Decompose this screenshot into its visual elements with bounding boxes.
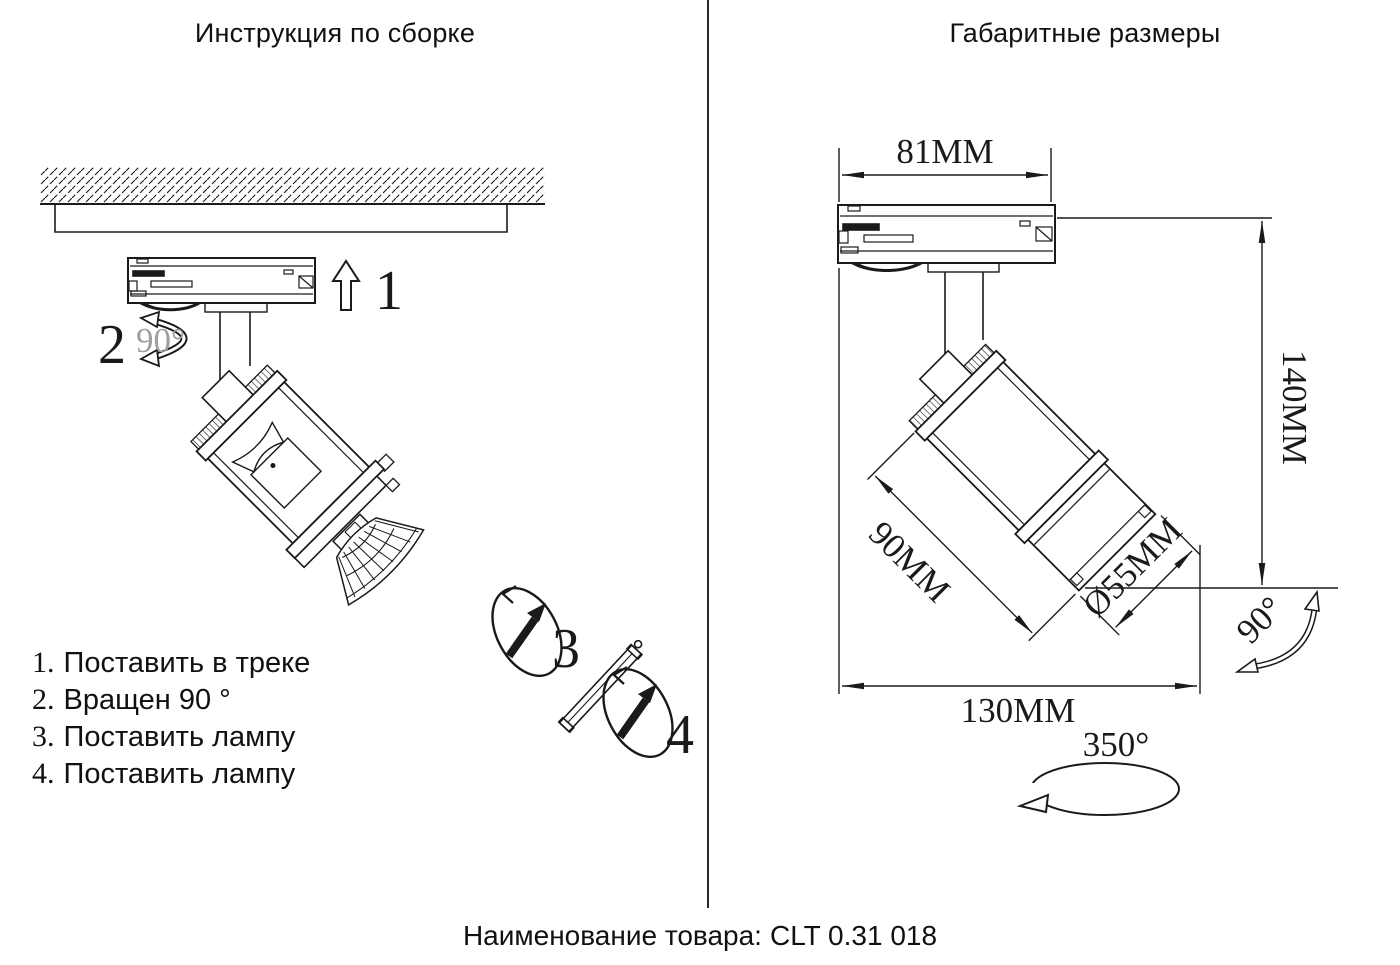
step-text: Вращен 90 ° (63, 684, 231, 716)
step-item-2: 2. Вращен 90 ° (32, 683, 392, 716)
step1-up-arrow-icon (331, 259, 361, 311)
left-panel-title: Инструкция по сборке (194, 18, 476, 48)
spotlight-body-left (190, 364, 425, 607)
track-adapter-right (837, 204, 1056, 273)
dim-90mm (867, 432, 1076, 642)
dim-90deg-label: 90° (1229, 589, 1291, 651)
callout-4: 4 (666, 704, 694, 766)
dim-350deg-label: 350° (1083, 725, 1150, 764)
dim-130mm-label: 130MM (961, 691, 1076, 730)
tilt-90-arrow-icon (1234, 589, 1320, 673)
step-item-3: 3. Поставить лампу (32, 720, 392, 753)
lamp-bulb (331, 513, 425, 607)
right-panel-title: Габаритные размеры (949, 18, 1221, 48)
rotation-ellipse-4-icon (602, 666, 674, 759)
callout-1: 1 (375, 260, 403, 322)
step-text: Поставить лампу (63, 758, 296, 790)
step-number: 2. (32, 683, 55, 716)
dim-130mm (838, 268, 1201, 694)
spotlight-body-right: 90MM Ø55MM (861, 343, 1201, 642)
dim-140mm-label: 140MM (1275, 350, 1314, 465)
product-name-value: CLT 0.31 018 (769, 920, 938, 951)
step-number: 1. (32, 646, 55, 679)
label-window (230, 420, 323, 509)
callout-2: 2 (98, 314, 126, 376)
glass-bar (557, 639, 644, 734)
dim-81mm (838, 148, 1052, 202)
callout-3: 3 (552, 618, 580, 680)
product-name-caption: Наименование товара:CLT 0.31 018 (0, 920, 1400, 952)
step-text: Поставить лампу (63, 721, 296, 753)
dim-55mm (1079, 515, 1201, 636)
ceiling-hatch (40, 167, 545, 233)
instruction-steps: 1. Поставить в треке 2. Вращен 90 ° 3. П… (32, 648, 392, 796)
step2-rotate-arrow-icon (138, 310, 188, 368)
product-name-label: Наименование товара: (462, 920, 762, 951)
step-number: 4. (32, 757, 55, 790)
dim-90mm-label: 90MM (861, 514, 957, 610)
dim-81mm-label: 81MM (896, 132, 993, 171)
step-number: 3. (32, 720, 55, 753)
rotation-ellipse-3-icon (491, 585, 563, 678)
rotate-90-note: 90° (136, 321, 185, 360)
track-adapter-left (127, 257, 316, 313)
panel-divider (707, 0, 709, 908)
step-item-1: 1. Поставить в треке (32, 646, 392, 679)
step-item-4: 4. Поставить лампу (32, 757, 392, 790)
rotation-350-arrow-icon (1016, 762, 1180, 816)
step-text: Поставить в треке (63, 647, 311, 679)
dim-140mm (1057, 217, 1338, 589)
